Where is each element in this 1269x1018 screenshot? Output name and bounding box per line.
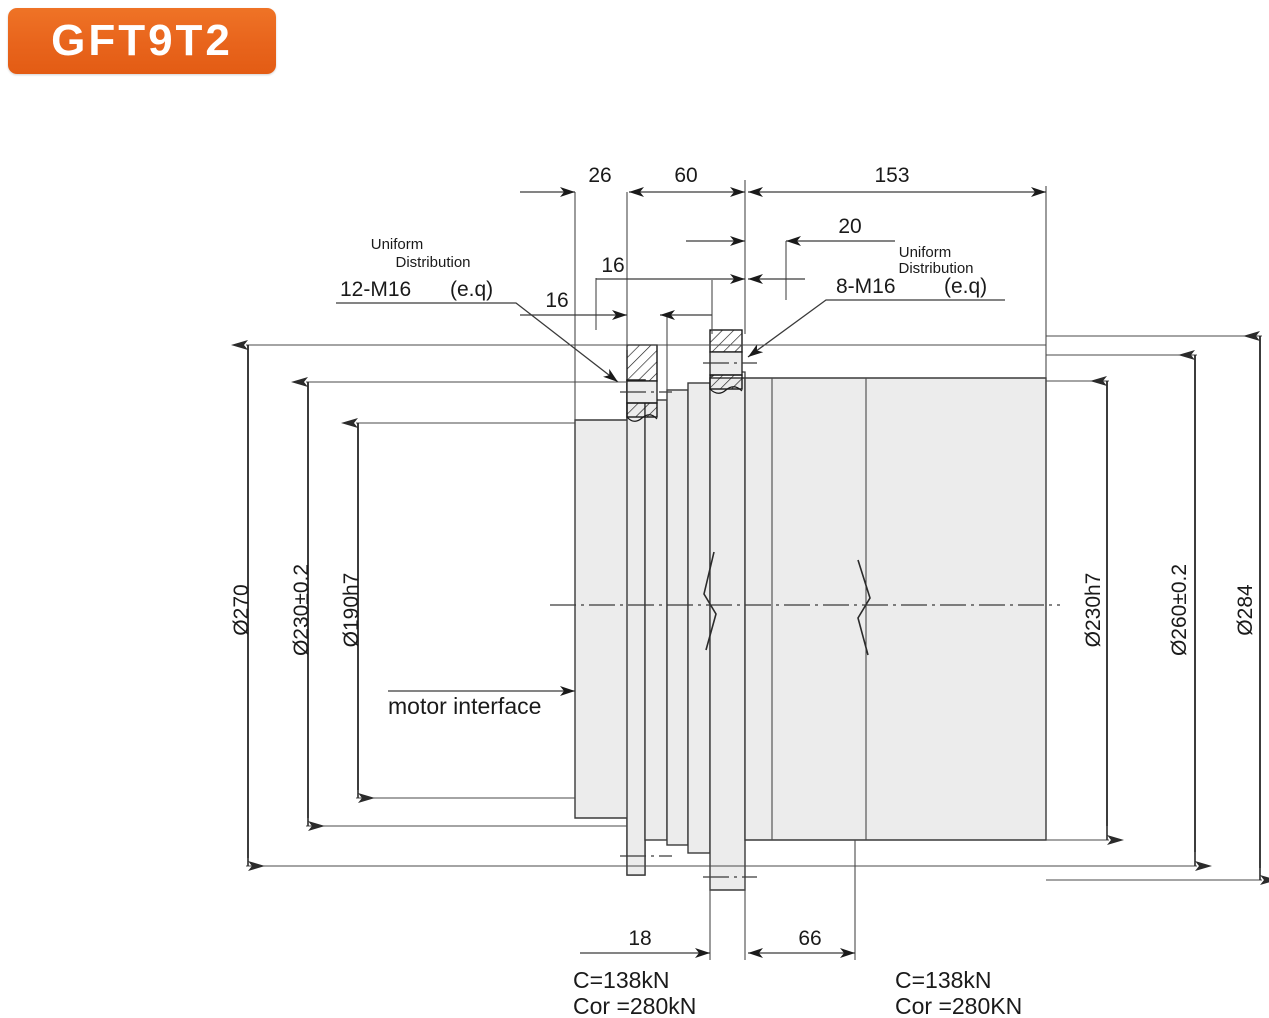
step-ring-2 bbox=[666, 389, 689, 846]
load-right-line2: Cor =280KN bbox=[895, 993, 1022, 1018]
right-diameter-group: Ø230h7 Ø260±0.2 Ø284 bbox=[1046, 331, 1269, 885]
callout-right-uniform: Uniform bbox=[899, 244, 952, 261]
callout-right-spec: 8-M16 bbox=[836, 275, 896, 298]
dim-label-66: 66 bbox=[798, 927, 821, 950]
callout-right-distribution: Distribution bbox=[898, 260, 973, 277]
pilot-flange-plate bbox=[626, 379, 646, 876]
dim-label-18: 18 bbox=[628, 927, 651, 950]
callout-left-uniform: Uniform bbox=[371, 236, 424, 253]
bottom-dimension-group: 18 66 bbox=[580, 840, 856, 960]
dim-label-26: 26 bbox=[588, 164, 611, 187]
step-ring-3 bbox=[687, 382, 711, 854]
main-drum-body bbox=[744, 377, 1047, 841]
step-ring-1 bbox=[644, 399, 668, 841]
dim-label-16a: 16 bbox=[601, 254, 624, 277]
bolt-hole-8-M16 bbox=[703, 329, 757, 394]
top-dimension-group: 26 60 153 20 16 16 bbox=[520, 164, 1047, 424]
bolt-hole-12-M16 bbox=[620, 344, 672, 422]
load-left-line1: C=138kN bbox=[573, 967, 670, 993]
callout-left-distribution: Distribution bbox=[395, 254, 470, 271]
callout-12-M16: Uniform Distribution 12-M16 (e.q) bbox=[336, 236, 619, 383]
dim-label-d270: Ø270 bbox=[230, 584, 253, 635]
callout-left-leader bbox=[336, 302, 619, 383]
title-badge: GFT9T2 bbox=[8, 8, 276, 74]
dim-label-16b: 16 bbox=[545, 289, 568, 312]
callout-left-spec: 12-M16 bbox=[340, 278, 411, 301]
left-diameter-group: Ø270 Ø230±0.2 Ø190h7 bbox=[230, 340, 1046, 871]
callout-8-M16: Uniform Distribution 8-M16 (e.q) bbox=[747, 244, 1005, 358]
load-note-left: C=138kN Cor =280kN bbox=[573, 967, 696, 1018]
title-badge-label: GFT9T2 bbox=[51, 16, 233, 65]
callout-left-eq: (e.q) bbox=[450, 278, 493, 301]
dim-label-d284: Ø284 bbox=[1234, 584, 1257, 636]
dim-label-d230-tol: Ø230±0.2 bbox=[290, 564, 313, 656]
dim-label-d230h7: Ø230h7 bbox=[1082, 573, 1105, 648]
motor-interface-label: motor interface bbox=[388, 693, 541, 719]
motor-interface-callout: motor interface bbox=[388, 686, 575, 719]
load-note-right: C=138kN Cor =280KN bbox=[895, 967, 1022, 1018]
dim-label-d190h7: Ø190h7 bbox=[340, 573, 363, 648]
load-right-line1: C=138kN bbox=[895, 967, 992, 993]
callout-right-eq: (e.q) bbox=[944, 275, 987, 298]
dim-label-60: 60 bbox=[674, 164, 697, 187]
part-body-section bbox=[550, 329, 1060, 891]
bearing-flange bbox=[709, 377, 746, 891]
dim-label-153: 153 bbox=[874, 164, 909, 187]
break-symbol-left bbox=[703, 551, 717, 651]
break-symbol-right bbox=[857, 559, 871, 656]
dim-label-d260-tol: Ø260±0.2 bbox=[1168, 564, 1191, 656]
callout-right-leader bbox=[747, 299, 1005, 358]
dim-label-20: 20 bbox=[838, 215, 861, 238]
load-left-line2: Cor =280kN bbox=[573, 993, 696, 1018]
